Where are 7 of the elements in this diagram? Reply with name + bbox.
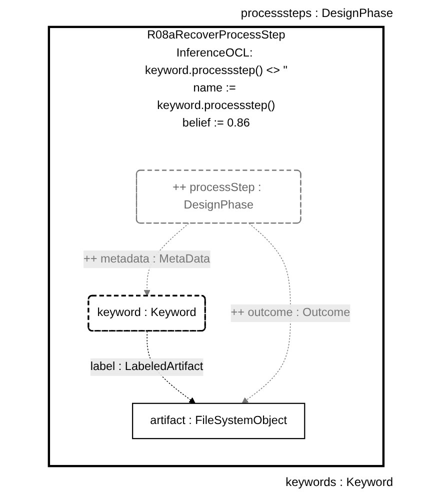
port-label: processsteps : DesignPhase [240,6,393,20]
node-box: artifact : FileSystemObject [132,402,306,440]
port-label: keywords : Keyword [286,475,393,489]
arrow [242,223,292,404]
edge-label: ++ outcome : Outcome [231,306,350,320]
edge-label: label : LabeledArtifact [90,360,204,373]
edge-label: ++ metadata : MetaData [84,252,210,266]
